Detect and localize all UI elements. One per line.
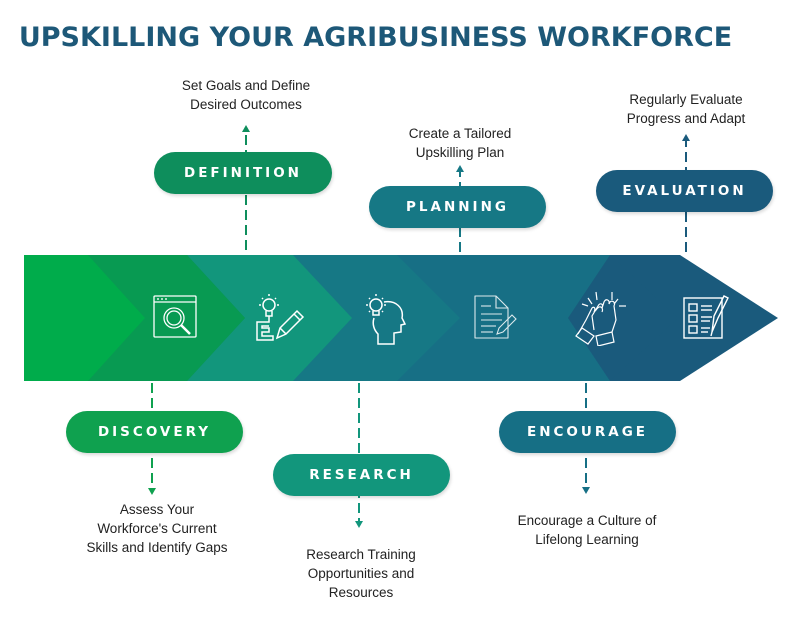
step-evaluation-description: Regularly Evaluate Progress and Adapt — [586, 90, 786, 128]
description-line: Create a Tailored — [408, 126, 512, 141]
description-line: Encourage a Culture of — [517, 513, 657, 528]
description-line: Assess Your — [119, 502, 195, 517]
step-definition-description: Set Goals and Define Desired Outcomes — [146, 76, 346, 114]
description-line: Desired Outcomes — [190, 97, 302, 112]
description-line: Research Training — [306, 547, 416, 562]
checklist-pen-icon — [683, 295, 729, 339]
step-encourage-pill: ENCOURAGE — [499, 411, 676, 453]
step-discovery-pill: DISCOVERY — [66, 411, 243, 453]
browser-search-icon — [153, 295, 197, 338]
description-line: Lifelong Learning — [535, 532, 639, 547]
description-line: Resources — [328, 585, 394, 600]
description-line: Progress and Adapt — [626, 111, 746, 126]
description-line: Workforce's Current — [97, 521, 217, 536]
description-line: Skills and Identify Gaps — [86, 540, 228, 555]
step-research-description: Research Training Opportunities and Reso… — [261, 545, 461, 602]
step-evaluation-pill: EVALUATION — [596, 170, 773, 212]
head-lightbulb-icon — [366, 294, 407, 345]
lightbulb-pencil-icon — [256, 294, 305, 341]
step-research-pill: RESEARCH — [273, 454, 450, 496]
description-line: Upskilling Plan — [415, 145, 505, 160]
step-discovery-description: Assess Your Workforce's Current Skills a… — [62, 500, 252, 557]
step-encourage-description: Encourage a Culture of Lifelong Learning — [487, 511, 687, 549]
description-line: Regularly Evaluate — [629, 92, 743, 107]
document-pencil-icon — [474, 295, 517, 339]
page-title: UPSKILLING YOUR AGRIBUSINESS WORKFORCE — [18, 22, 733, 53]
high-five-icon — [575, 291, 626, 346]
description-line: Opportunities and — [307, 566, 415, 581]
description-line: Set Goals and Define — [181, 78, 311, 93]
step-planning-description: Create a Tailored Upskilling Plan — [360, 124, 560, 162]
step-definition-pill: DEFINITION — [154, 152, 332, 194]
step-planning-pill: PLANNING — [369, 186, 546, 228]
